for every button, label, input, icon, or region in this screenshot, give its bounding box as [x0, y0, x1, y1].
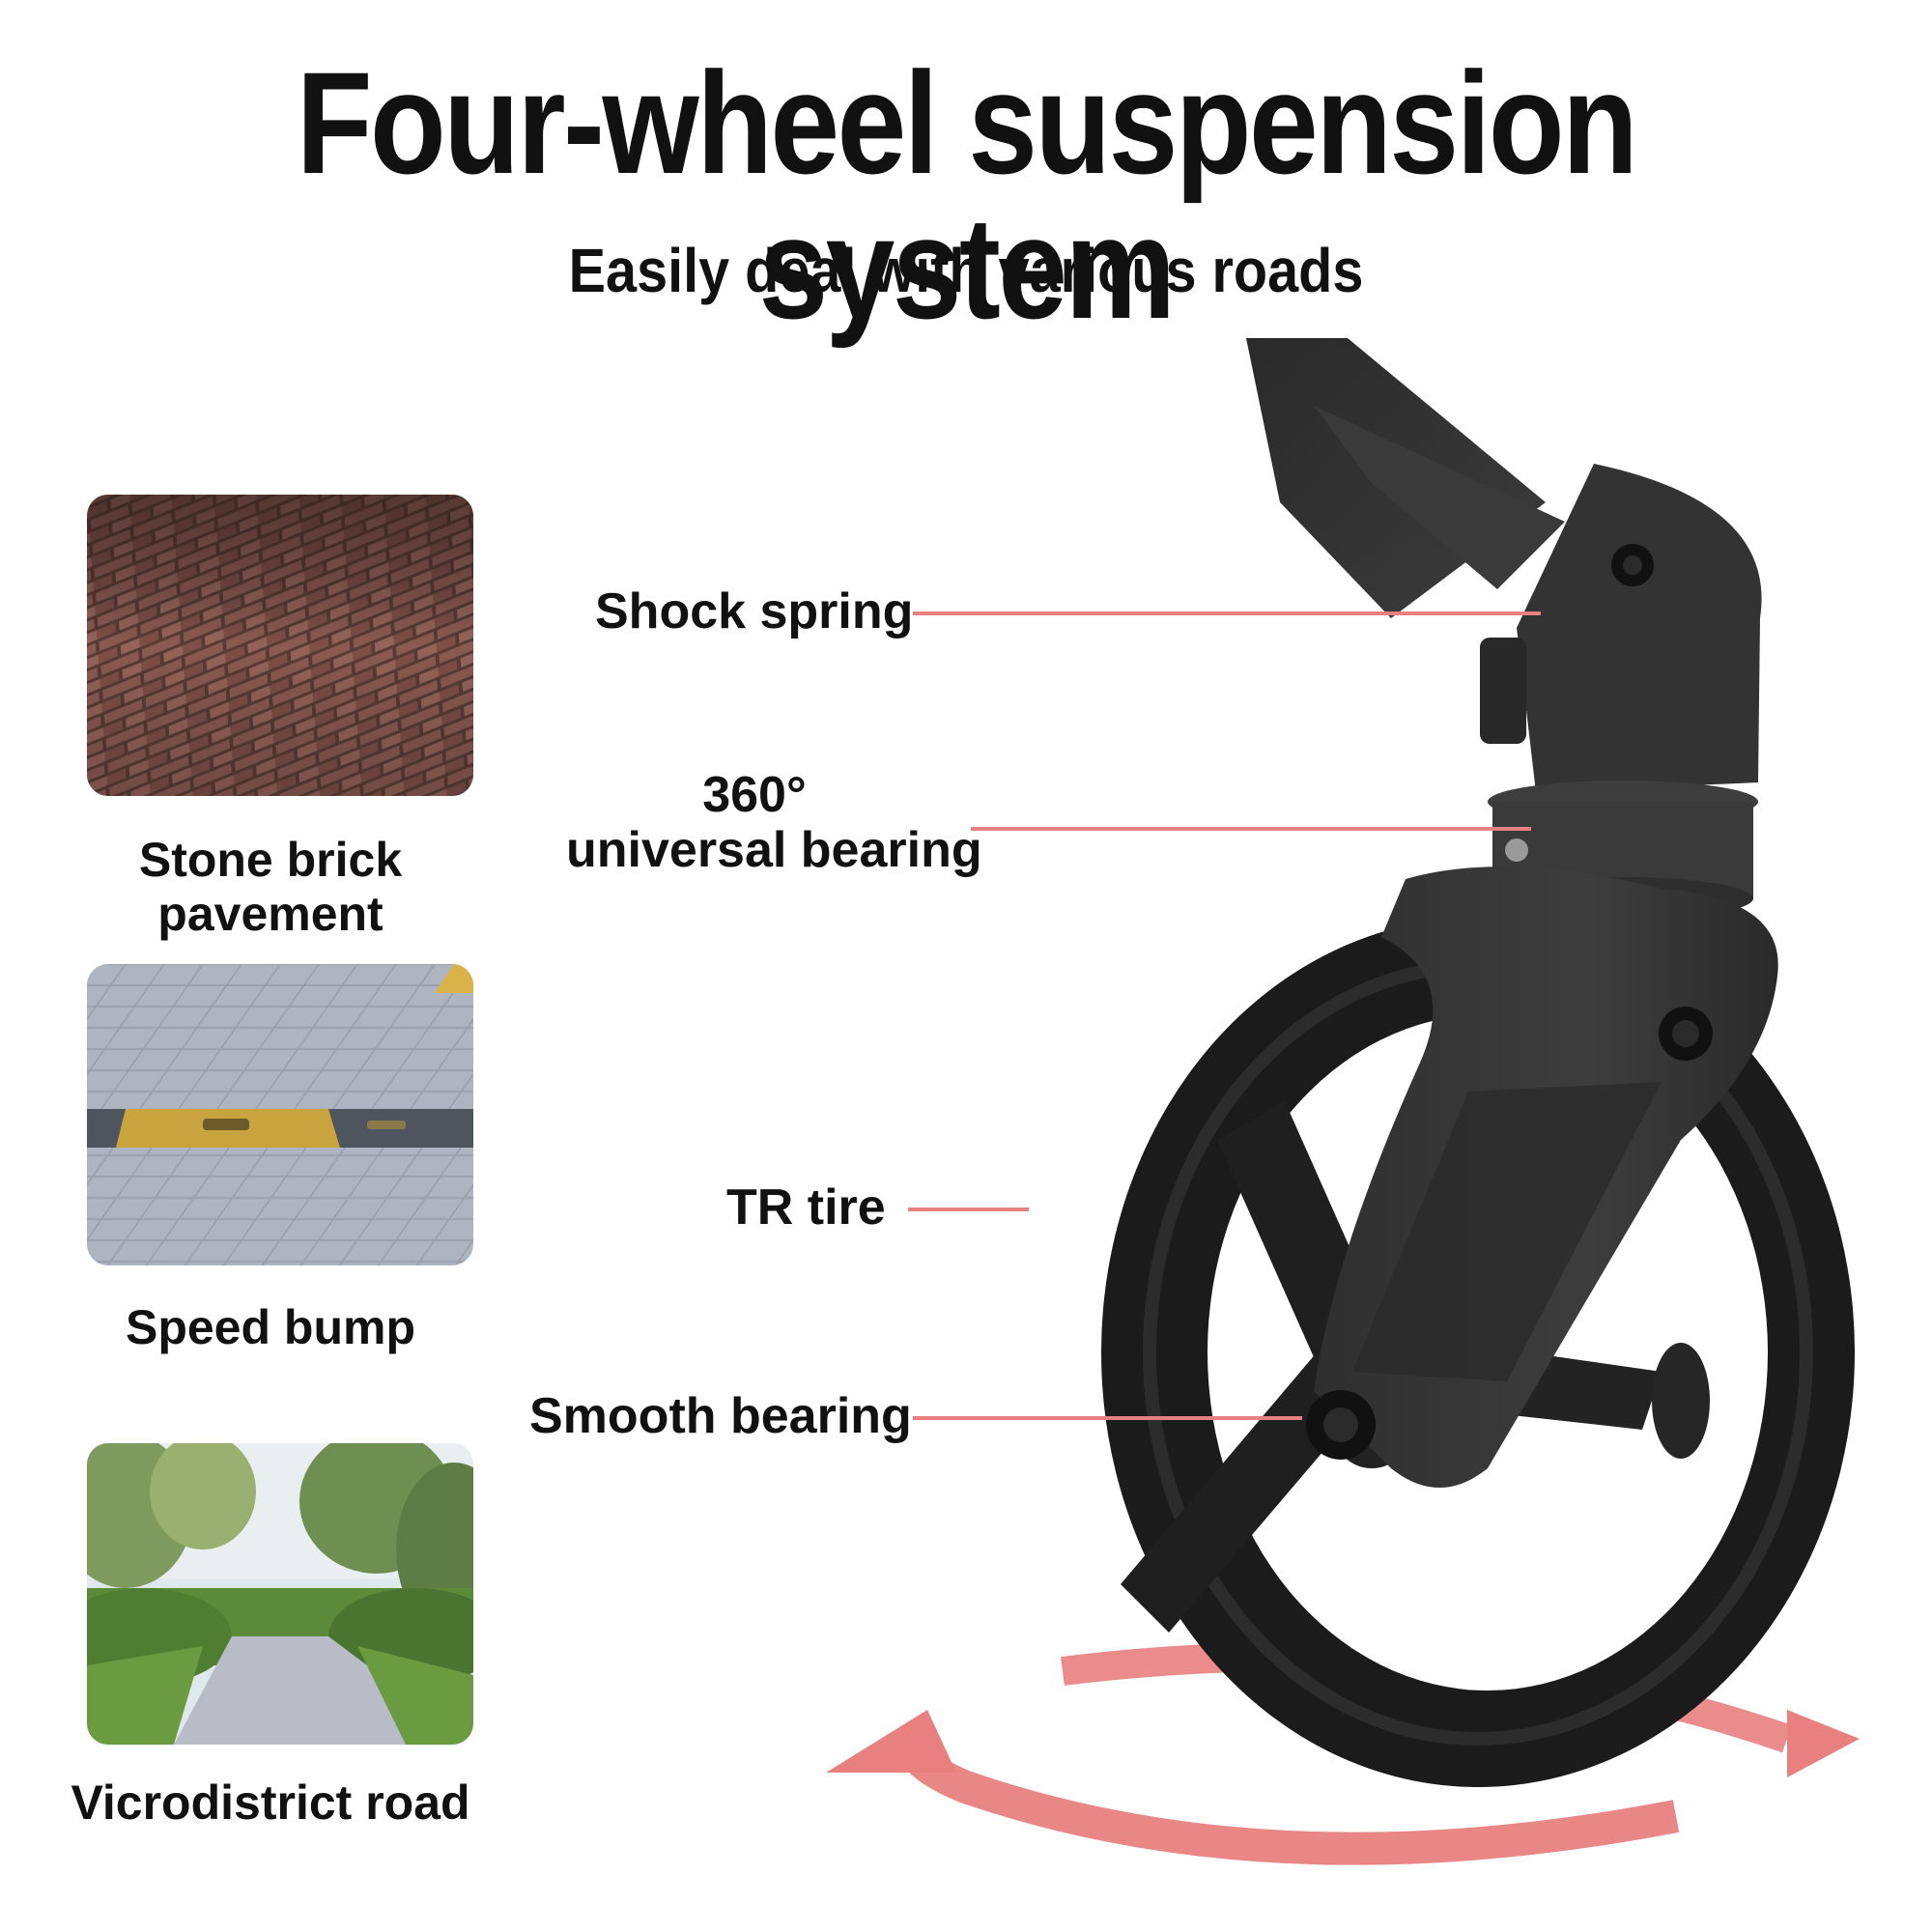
road-label-vicrodistrict: Vicrodistrict road: [71, 1776, 470, 1830]
road-label-stone-brick: Stone brick pavement: [138, 833, 403, 941]
road-label-speed-bump: Speed bump: [125, 1300, 416, 1354]
page-subtitle: Easily deal with various roads: [568, 236, 1364, 305]
speed-bump-image: [87, 964, 473, 1265]
callout-smooth-bearing: Smooth bearing: [529, 1388, 912, 1444]
callout-shock-spring: Shock spring: [595, 583, 914, 639]
stone-brick-image: [87, 495, 473, 796]
vicrodistrict-road-image: [87, 1443, 473, 1745]
callout-360-bearing: 360° universal bearing: [566, 767, 982, 879]
page-title: Four-wheel suspension system: [296, 42, 1638, 349]
callout-tr-tire: TR tire: [726, 1179, 886, 1236]
callout-360-subtitle: universal bearing: [566, 822, 982, 879]
callout-360-value: 360°: [702, 767, 807, 823]
